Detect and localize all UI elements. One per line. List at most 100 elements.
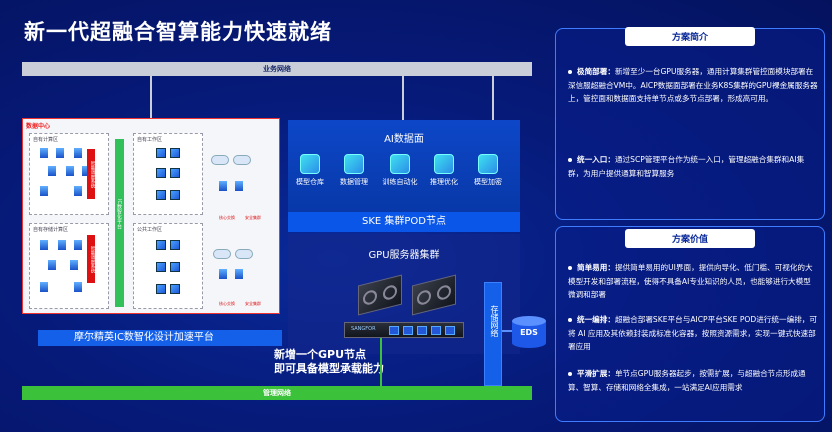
eds-storage-icon: EDS [512, 316, 546, 348]
security-cluster-label: 安全集群 [245, 215, 261, 220]
server-icon [170, 190, 180, 200]
solution-intro-heading: 方案简介 [625, 27, 755, 46]
data-center-diagram: 数据中心 自有计算区 智能调度系统 自有存储计算区 智能调度系统 IC数智化平台… [22, 118, 280, 314]
scheduler-bar: 智能调度系统 [87, 149, 95, 199]
server-icon [40, 148, 48, 158]
server-icon [74, 148, 82, 158]
solution-intro-item: 极简部署：新增至少一台GPU服务器，通用计算集群管控面模块部署在深信服超融合VM… [568, 67, 818, 103]
model-repo-icon [300, 154, 320, 174]
ai-data-plane-title: AI数据面 [384, 134, 424, 145]
model-encryption-icon [478, 154, 498, 174]
data-center-label: 数据中心 [26, 123, 51, 130]
ic-platform-bar: IC数智化平台 [115, 139, 124, 307]
solution-value-item: 简单易用：提供简单易用的UI界面，提供向导化、低门槛、可视化的大模型开发和部署流… [568, 263, 813, 299]
server-icon [156, 190, 166, 200]
network-cloud-icon [235, 249, 253, 259]
ai-item-label: 模型仓库 [296, 178, 324, 186]
server-icon [170, 284, 180, 294]
fan-icon [417, 288, 431, 307]
server-icon [170, 262, 180, 272]
zone-label: 自有计算区 [33, 137, 59, 143]
fan-icon [383, 283, 397, 302]
zone-label: 自有工作区 [137, 137, 163, 143]
solution-intro-item: 统一入口：通过SCP管理平台作为统一入口，管理超融合集群和AI集群，为用户提供通… [568, 155, 805, 178]
network-cloud-icon [211, 155, 229, 165]
core-switch-label: 核心交换 [219, 215, 235, 220]
server-icon [40, 282, 48, 292]
ai-item-label: 推理优化 [430, 178, 458, 186]
data-management-icon [344, 154, 364, 174]
bullet-icon [568, 158, 572, 162]
ic-platform-label: IC数智化平台 [116, 199, 122, 229]
server-icon [74, 186, 82, 196]
server-icon [74, 240, 82, 250]
switch-icon [219, 181, 227, 191]
server-icon [74, 282, 82, 292]
zone-own-compute: 自有计算区 [29, 133, 109, 215]
business-network-drop [492, 76, 494, 120]
server-icon [56, 148, 64, 158]
business-network-drop [402, 76, 404, 120]
switch-icon [235, 269, 243, 279]
core-switch-label: 核心交换 [219, 301, 235, 306]
training-automation-icon [390, 154, 410, 174]
solution-value-item: 平滑扩展：单节点GPU服务器起步，按需扩展，与超融合节点形成通算、智算、存储和网… [568, 369, 806, 392]
solution-value-item: 统一编排：超融合部署SKE平台与AICP平台SKE POD进行统一编排，可将 A… [568, 315, 817, 351]
ai-item-label: 数据管理 [340, 178, 368, 186]
drive-bay-icon [417, 326, 427, 335]
bullet-icon [568, 372, 572, 376]
server-icon [48, 260, 56, 270]
zone-own-storage: 自有存储计算区 [29, 223, 109, 309]
server-icon [156, 284, 166, 294]
drive-bay-icon [445, 326, 455, 335]
drive-bay-icon [403, 326, 413, 335]
storage-network-bar: 存储网络 [484, 282, 502, 386]
zone-public-workspace: 公共工作区 [133, 223, 203, 309]
new-gpu-line1: 新增一个GPU节点 [274, 348, 367, 361]
ske-pod-node-bar: SKE 集群POD节点 [288, 212, 520, 232]
ai-item-label: 模型加密 [474, 178, 502, 186]
switch-icon [219, 269, 227, 279]
scheduler-bar: 智能调度系统 [87, 235, 95, 283]
server-icon [170, 148, 180, 158]
server-icon [170, 240, 180, 250]
server-icon [40, 240, 48, 250]
ai-data-plane-panel: AI数据面 模型仓库 数据管理 训练自动化 推理优化 模型加密 [288, 120, 520, 212]
fan-icon [437, 283, 451, 302]
switch-icon [235, 181, 243, 191]
bullet-icon [568, 266, 572, 270]
bullet-icon [568, 318, 572, 322]
server-icon [82, 166, 90, 176]
gpu-server-chassis: SANGFOR [344, 322, 464, 338]
storage-link [502, 330, 512, 332]
inference-optimization-icon [434, 154, 454, 174]
eds-label: EDS [520, 328, 538, 337]
server-icon [58, 240, 66, 250]
new-gpu-callout: 新增一个GPU节点 即可具备模型承载能力 [274, 348, 384, 376]
drive-bay-icon [431, 326, 441, 335]
solution-value-heading: 方案价值 [625, 229, 755, 248]
platform-banner: 摩尔精英IC数智化设计加速平台 [38, 330, 282, 346]
solution-intro-panel: 方案简介 极简部署：新增至少一台GPU服务器，通用计算集群管控面模块部署在深信服… [555, 27, 825, 220]
fan-icon [363, 288, 377, 307]
management-network-bar: 管理网络 [22, 386, 532, 400]
server-icon [66, 166, 74, 176]
server-brand-label: SANGFOR [351, 326, 376, 332]
business-network-drop [150, 76, 152, 118]
ai-item-label: 训练自动化 [382, 178, 418, 186]
network-cloud-icon [213, 249, 231, 259]
server-icon [170, 168, 180, 178]
business-network-bar: 业务网络 [22, 62, 532, 76]
security-cluster-label: 安全集群 [245, 301, 261, 306]
gpu-card-icon [358, 274, 402, 316]
page-title: 新一代超融合智算能力快速就绪 [24, 20, 332, 44]
gpu-cluster-title: GPU服务器集群 [368, 250, 440, 261]
server-icon [156, 148, 166, 158]
zone-label: 公共工作区 [137, 227, 163, 233]
server-icon [156, 240, 166, 250]
server-icon [70, 260, 78, 270]
server-icon [40, 186, 48, 196]
zone-label: 自有存储计算区 [33, 227, 69, 233]
zone-own-workspace: 自有工作区 [133, 133, 203, 215]
bullet-icon [568, 70, 572, 74]
